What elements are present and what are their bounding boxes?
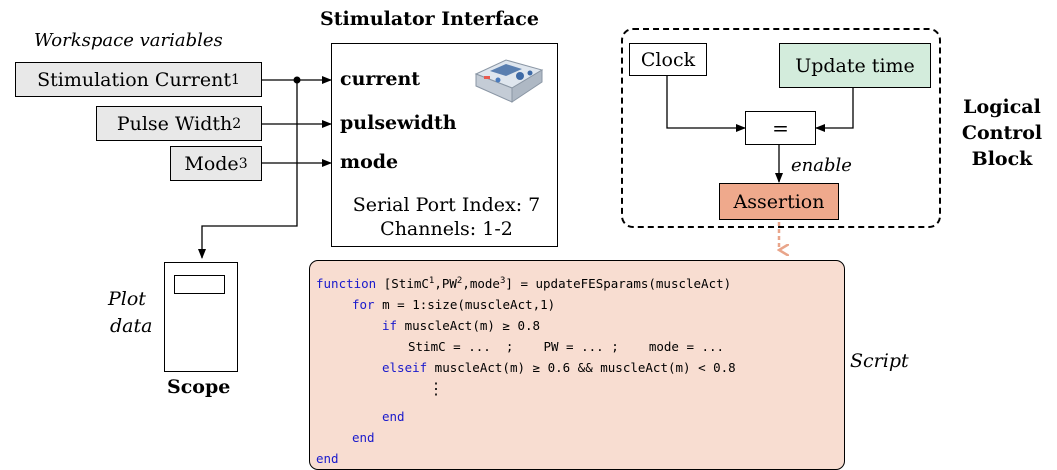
update-to-equals <box>815 88 854 132</box>
code-line-2: for m = 1:size(muscleAct,1) <box>352 297 555 312</box>
equals-label: = <box>772 116 789 140</box>
code-keyword: for <box>352 297 375 312</box>
plot-label-1: Plot <box>108 288 146 310</box>
code-text: StimC = ... ; PW = ... ; mode = ... <box>408 339 725 354</box>
workspace-heading: Workspace variables <box>34 30 223 51</box>
scope-label: Scope <box>167 376 231 398</box>
block-label-line: Block <box>971 148 1033 170</box>
equals-block[interactable]: = <box>745 111 816 145</box>
logical-control-block-label: Logical Control Block <box>954 94 1050 172</box>
update-time-block[interactable]: Update time <box>779 43 931 88</box>
code-keyword: function <box>316 276 377 291</box>
block-label-line: Logical <box>963 96 1041 118</box>
code-line-8: end <box>352 430 375 445</box>
channels-label: Channels: 1-2 <box>380 218 513 240</box>
code-sup: 2 <box>456 275 463 286</box>
plot-label-2: data <box>110 315 153 337</box>
code-text: ,PW <box>434 276 457 291</box>
code-text: muscleAct(m) ≥ 0.8 <box>397 318 541 333</box>
code-line-7: end <box>382 409 405 424</box>
block-label-line: Control <box>961 122 1043 144</box>
code-line-3: if muscleAct(m) ≥ 0.8 <box>382 318 540 333</box>
stimulator-block[interactable]: current pulsewidth mode Serial Port Inde… <box>331 43 558 247</box>
variable-label: Mode <box>184 152 239 175</box>
code-line-4: StimC = ... ; PW = ... ; mode = ... <box>408 339 724 354</box>
stimulator-title: Stimulator Interface <box>320 8 539 30</box>
code-keyword: end <box>352 430 375 445</box>
script-label: Script <box>850 350 909 372</box>
script-code-panel[interactable]: function [StimC1,PW2,mode3] = updateFESp… <box>309 260 845 470</box>
code-text: ] = updateFESparams(muscleAct) <box>505 276 732 291</box>
code-text: m = 1:size(muscleAct,1) <box>374 297 556 312</box>
code-text: ,mode <box>462 276 500 291</box>
code-ellipsis: ⋮ <box>428 379 444 398</box>
clock-to-equals <box>666 76 746 132</box>
variable-label: Stimulation Current <box>37 68 231 91</box>
scope-block[interactable] <box>164 262 238 372</box>
port-current: current <box>340 68 421 90</box>
code-text: muscleAct(m) ≥ 0.6 && muscleAct(m) < 0.8 <box>427 360 736 375</box>
code-keyword: end <box>382 409 405 424</box>
code-line-6: ⋮ <box>428 379 444 398</box>
code-line-1: function [StimC1,PW2,mode3] = updateFESp… <box>316 276 731 291</box>
code-keyword: end <box>316 451 339 466</box>
variable-label: Pulse Width <box>116 112 233 135</box>
logical-control-block <box>621 28 941 228</box>
port-pulsewidth: pulsewidth <box>340 112 457 134</box>
stimulator-device-icon <box>474 59 544 103</box>
enable-label: enable <box>791 155 852 176</box>
code-line-5: elseif muscleAct(m) ≥ 0.6 && muscleAct(m… <box>382 360 736 375</box>
assertion-block[interactable]: Assertion <box>719 183 839 220</box>
clock-label: Clock <box>640 48 696 71</box>
code-sup: 3 <box>499 275 506 286</box>
serial-port-index: Serial Port Index: 7 <box>352 194 541 216</box>
update-time-label: Update time <box>795 54 915 77</box>
port-mode: mode <box>340 151 399 173</box>
code-line-9: end <box>316 451 339 466</box>
code-keyword: elseif <box>382 360 428 375</box>
code-text: [StimC <box>376 276 429 291</box>
assertion-label: Assertion <box>733 190 825 213</box>
scope-screen <box>174 275 225 294</box>
scope-branch <box>198 80 298 259</box>
code-keyword: if <box>382 318 398 333</box>
clock-block[interactable]: Clock <box>629 43 707 76</box>
code-sup: 1 <box>428 275 435 286</box>
